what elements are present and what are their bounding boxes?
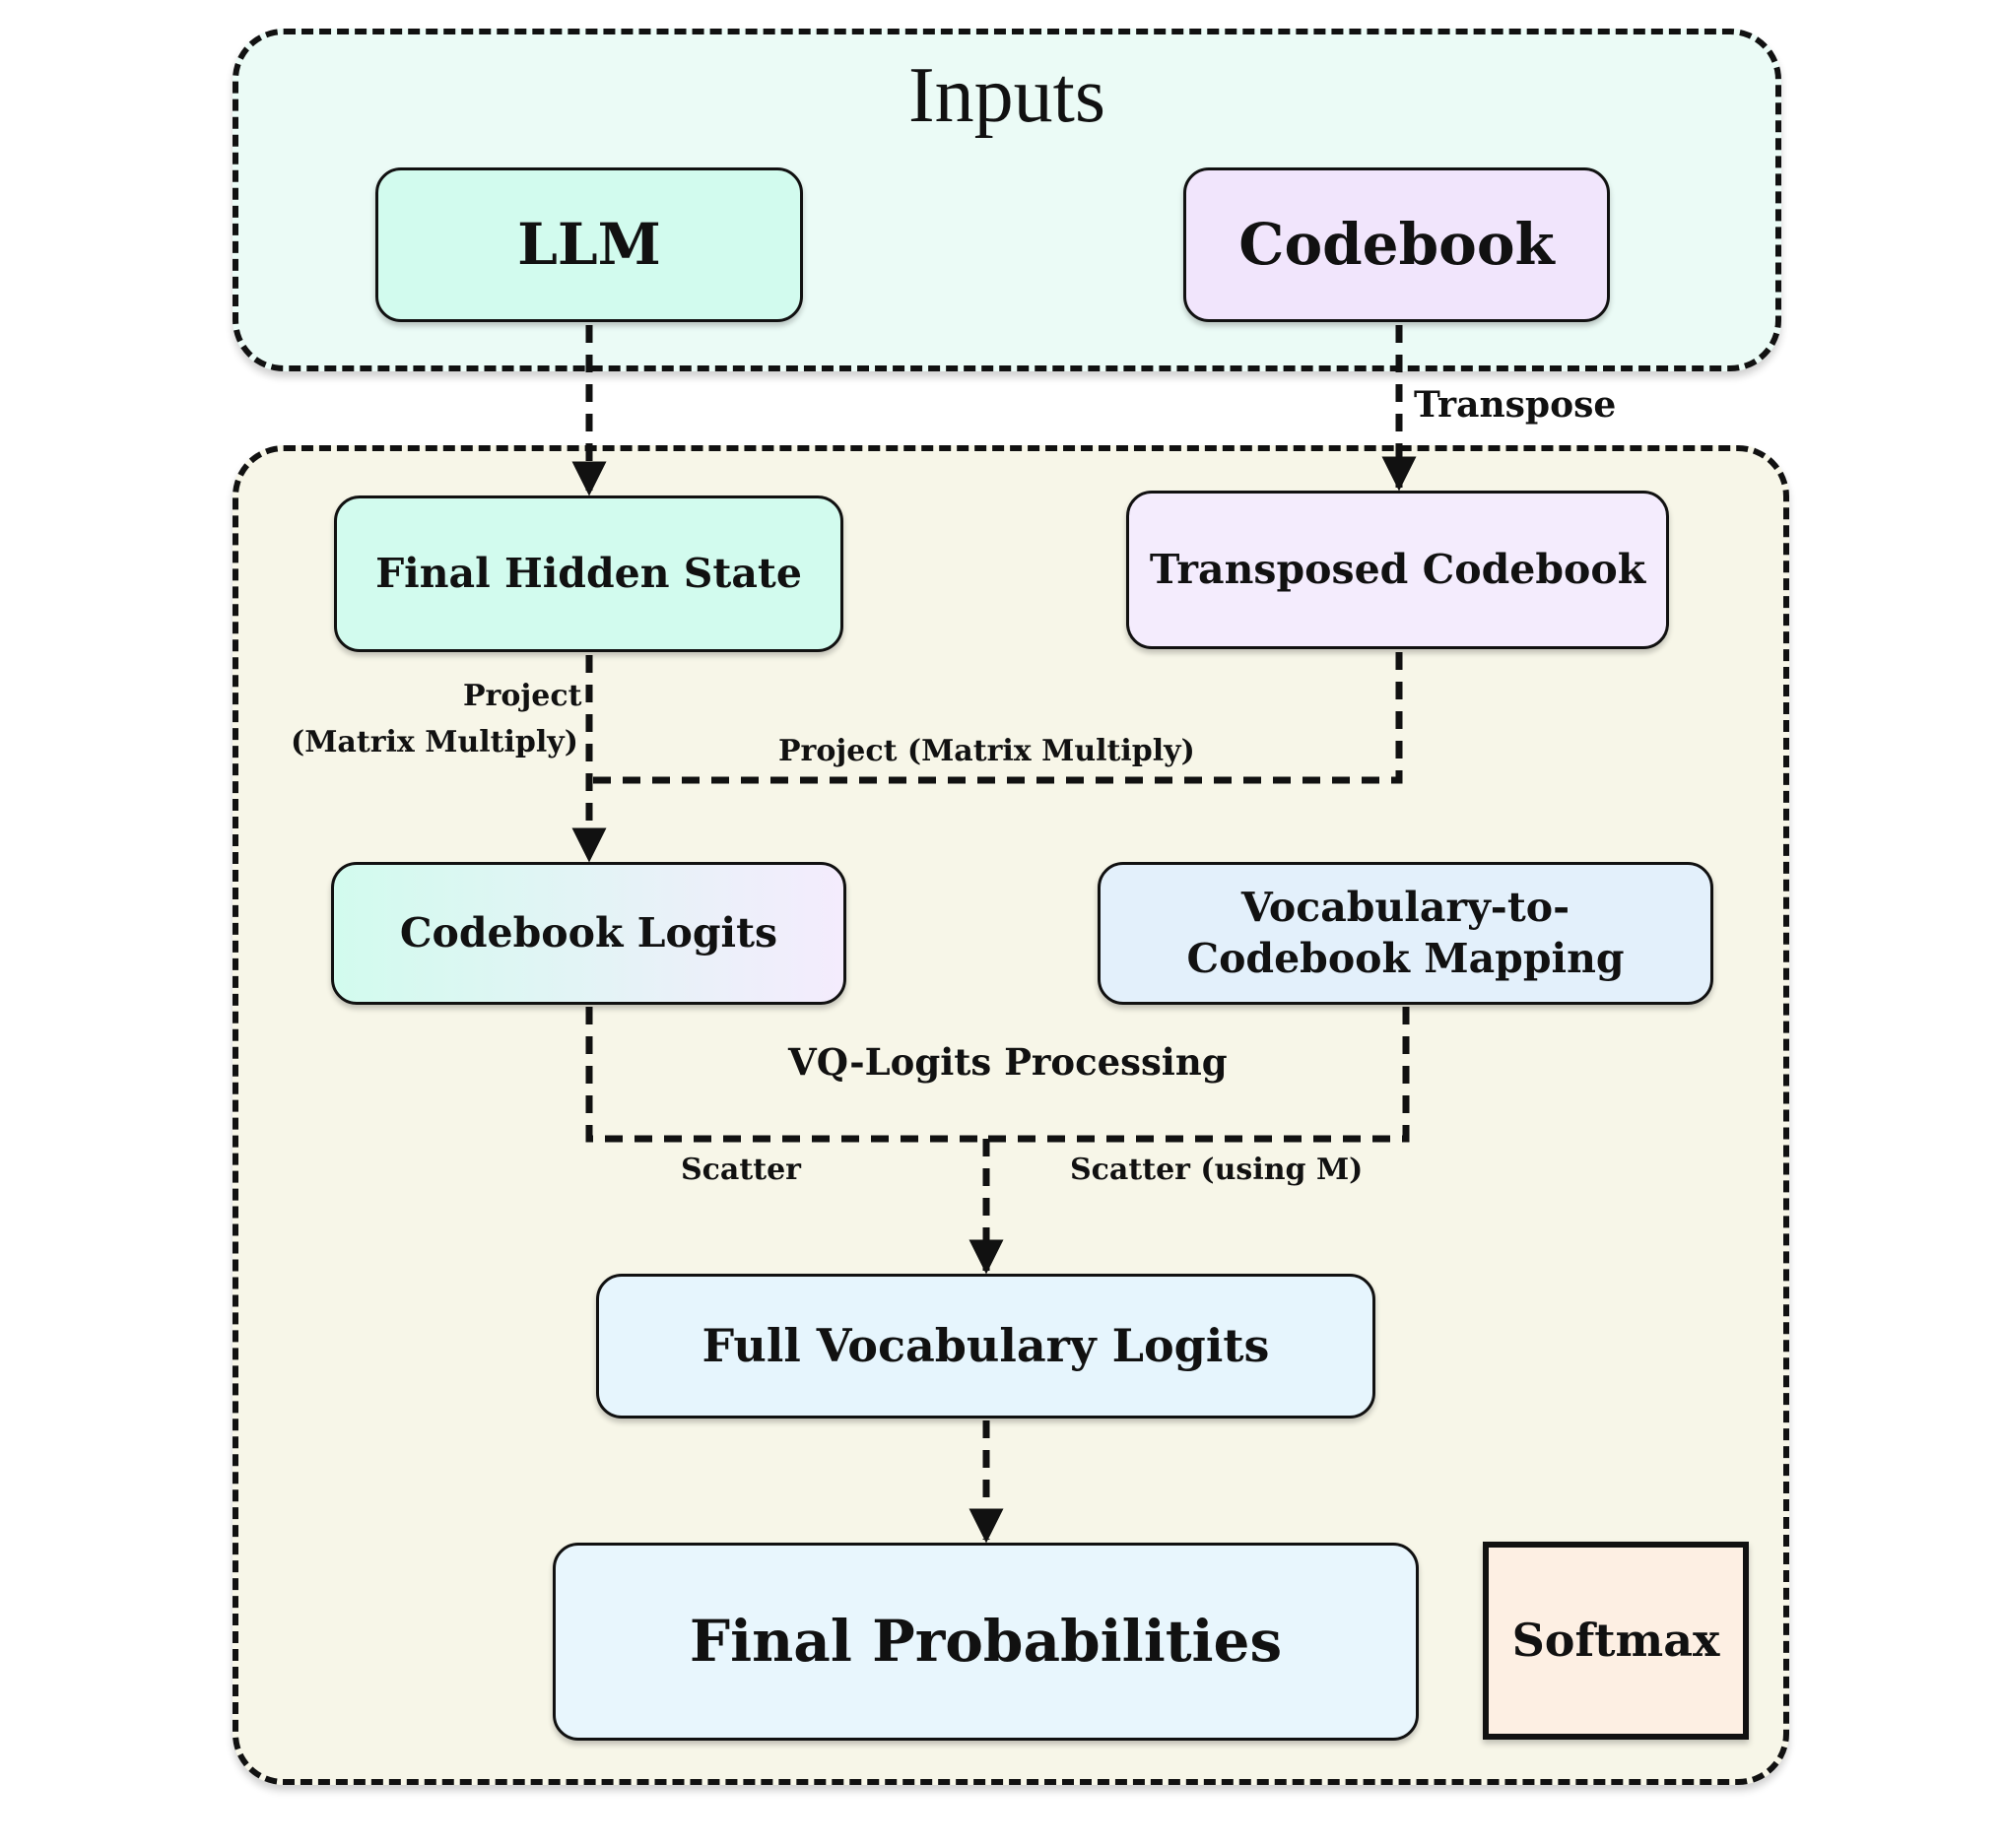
codebook-label: Codebook — [1238, 211, 1555, 279]
codebook-logits-label: Codebook Logits — [399, 908, 778, 957]
scatter-using-m-label: Scatter (using M) — [1070, 1153, 1364, 1187]
vocab-mapping-node: Vocabulary-to-Codebook Mapping — [1098, 862, 1713, 1005]
final-hidden-state-node: Final Hidden State — [334, 495, 843, 652]
vq-processing-label: VQ-Logits Processing — [788, 1040, 1228, 1084]
softmax-label: Softmax — [1511, 1613, 1720, 1667]
final-probabilities-node: Final Probabilities — [553, 1543, 1419, 1741]
project-label-line1: Project — [463, 679, 582, 713]
full-vocabulary-logits-node: Full Vocabulary Logits — [596, 1274, 1375, 1419]
scatter-label: Scatter — [681, 1153, 801, 1187]
vocab-mapping-label: Vocabulary-to-Codebook Mapping — [1186, 884, 1625, 982]
llm-node: LLM — [375, 167, 803, 322]
edge-transposed-to-merge — [589, 652, 1403, 784]
inputs-group-title: Inputs — [908, 52, 1105, 139]
transposed-codebook-label: Transposed Codebook — [1149, 545, 1646, 593]
edge-logits-to-merge — [585, 1007, 986, 1143]
codebook-node: Codebook — [1183, 167, 1610, 322]
transposed-codebook-node: Transposed Codebook — [1126, 491, 1669, 649]
project-label-line2: (Matrix Multiply) — [291, 725, 578, 759]
llm-label: LLM — [517, 211, 661, 279]
final-probabilities-label: Final Probabilities — [689, 1608, 1283, 1676]
final-hidden-state-label: Final Hidden State — [375, 549, 802, 597]
edge-mapping-to-merge — [986, 1007, 1410, 1143]
codebook-logits-node: Codebook Logits — [331, 862, 846, 1005]
softmax-node: Softmax — [1483, 1542, 1749, 1740]
project-merge-label: Project (Matrix Multiply) — [778, 734, 1195, 768]
transpose-label: Transpose — [1414, 384, 1617, 426]
full-vocabulary-logits-label: Full Vocabulary Logits — [701, 1318, 1270, 1372]
